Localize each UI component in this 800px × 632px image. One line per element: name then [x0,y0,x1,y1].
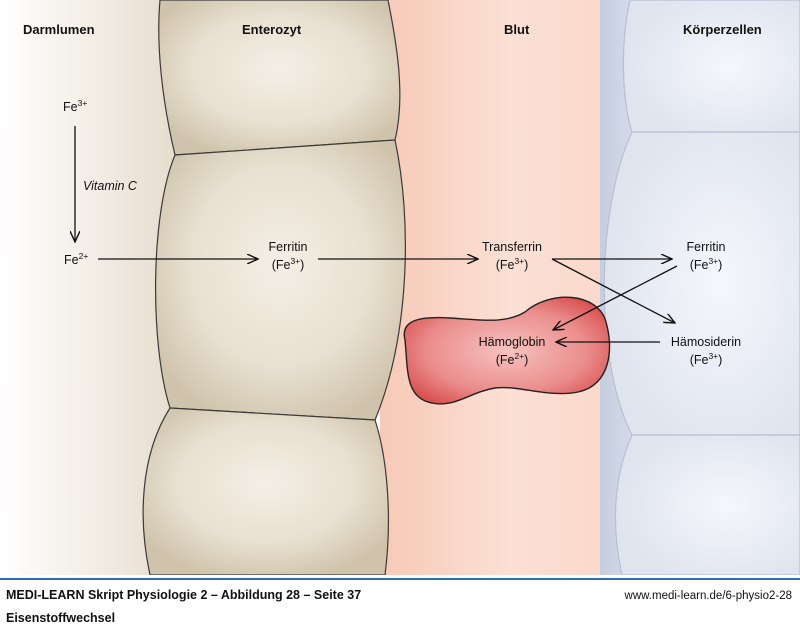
blood-background [380,0,640,575]
region-label-koerperzellen: Körperzellen [683,22,762,37]
iron-metabolism-diagram: Darmlumen Enterozyt Blut Körperzellen Fe… [0,0,800,575]
enterocyte-cells [142,0,406,575]
label-haemoglobin-ion: (Fe2+) [496,351,529,367]
label-haemosiderin-ion: (Fe3+) [690,351,723,367]
footer-divider [0,578,800,580]
label-transferrin: Transferrin [482,240,542,254]
label-transferrin-ion: (Fe3+) [496,256,529,272]
figure-caption: MEDI-LEARN Skript Physiologie 2 – Abbild… [6,588,362,602]
figure-subtitle: Eisenstoffwechsel [6,611,116,625]
enterocyte-cell-bottom [142,407,389,575]
enterocyte-cell-middle [154,139,406,421]
region-label-blut: Blut [504,22,530,37]
label-fe2-lumen: Fe2+ [64,251,88,267]
arrow-transferrin-to-haemosiderin [551,258,675,323]
body-cell-bottom [614,434,800,575]
region-label-enterozyt: Enterozyt [242,22,302,37]
body-cell-outlines [603,0,800,575]
source-url: www.medi-learn.de/6-physio2-28 [624,590,792,602]
label-vitamin-c: Vitamin C [83,179,138,193]
label-haemosiderin: Hämosiderin [671,335,741,349]
label-ferritin-enterocyte: Ferritin [269,240,308,254]
label-ferritin-body-ion: (Fe3+) [690,256,723,272]
body-cell-top [622,0,800,133]
region-label-darmlumen: Darmlumen [23,22,95,37]
body-cell-middle [603,131,800,436]
label-fe3-lumen: Fe3+ [63,98,87,114]
arrow-ferritin-to-haemoglobin [553,265,678,330]
arrows [75,126,678,342]
label-ferritin-body: Ferritin [687,240,726,254]
label-haemoglobin: Hämoglobin [479,335,546,349]
label-ferritin-enterocyte-ion: (Fe3+) [272,256,305,272]
